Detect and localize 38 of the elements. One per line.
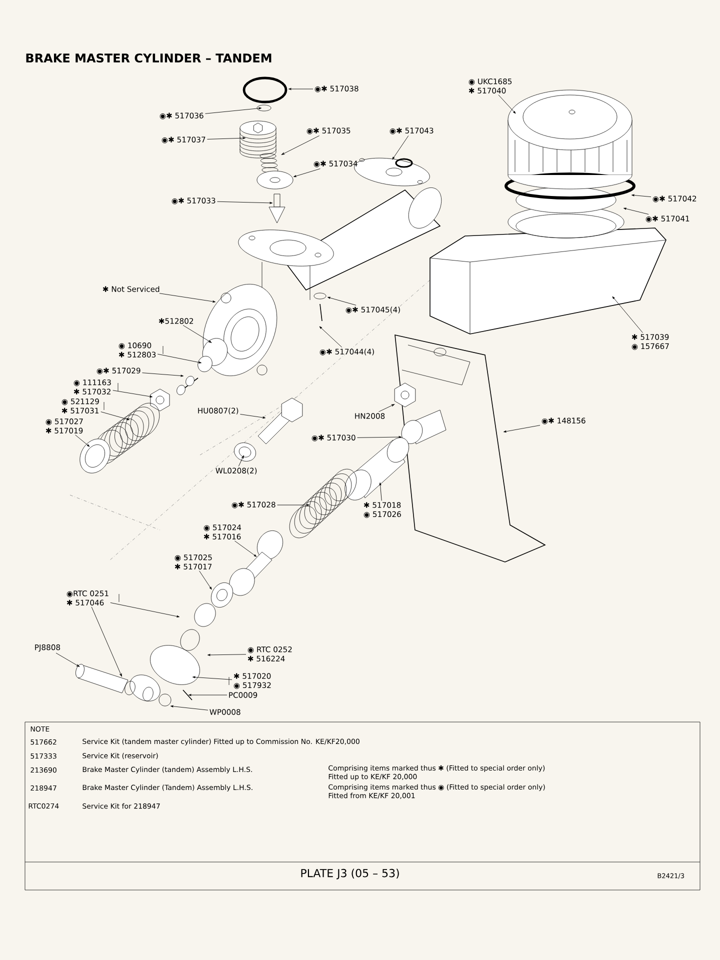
leader-line: [288, 88, 314, 90]
leader-line: [159, 293, 216, 303]
page-title: BRAKE MASTER CYLINDER – TANDEM: [26, 53, 272, 63]
leader-line: [357, 436, 402, 438]
leader-line: [504, 425, 540, 432]
leader-line: [624, 208, 649, 215]
leader-line: [188, 694, 228, 696]
leader-line: [205, 107, 262, 114]
leader-line: [207, 137, 246, 140]
leader-line: [112, 390, 152, 398]
leader-line: [234, 540, 257, 557]
leader-line: [217, 201, 272, 204]
leader-line: [498, 94, 516, 114]
leader-line: [632, 194, 652, 198]
leader-line: [240, 414, 266, 419]
leader-line: [100, 412, 130, 420]
leader-line: [199, 570, 212, 590]
leader-line: [91, 606, 122, 677]
leader-line: [281, 135, 320, 155]
leader-line: [192, 676, 232, 680]
leader-line: [277, 504, 310, 506]
leader-line: [157, 354, 202, 364]
leader-line: [142, 372, 184, 377]
leader-line: [182, 325, 212, 343]
leader-line: [378, 404, 395, 412]
leader-line: [56, 652, 80, 667]
leader-line: [392, 135, 409, 160]
leader-line: [110, 602, 180, 618]
leader-line: [208, 654, 246, 656]
leader-line: [327, 296, 356, 306]
leader-line: [379, 482, 382, 501]
leader-line: [238, 455, 244, 466]
leader-line: [75, 434, 90, 447]
plate-number: PLATE J3 (05 – 53): [301, 868, 399, 880]
leader-line: [170, 705, 208, 710]
leader-line: [319, 326, 342, 348]
leader-line: [293, 168, 320, 178]
leader-line: [612, 296, 643, 333]
